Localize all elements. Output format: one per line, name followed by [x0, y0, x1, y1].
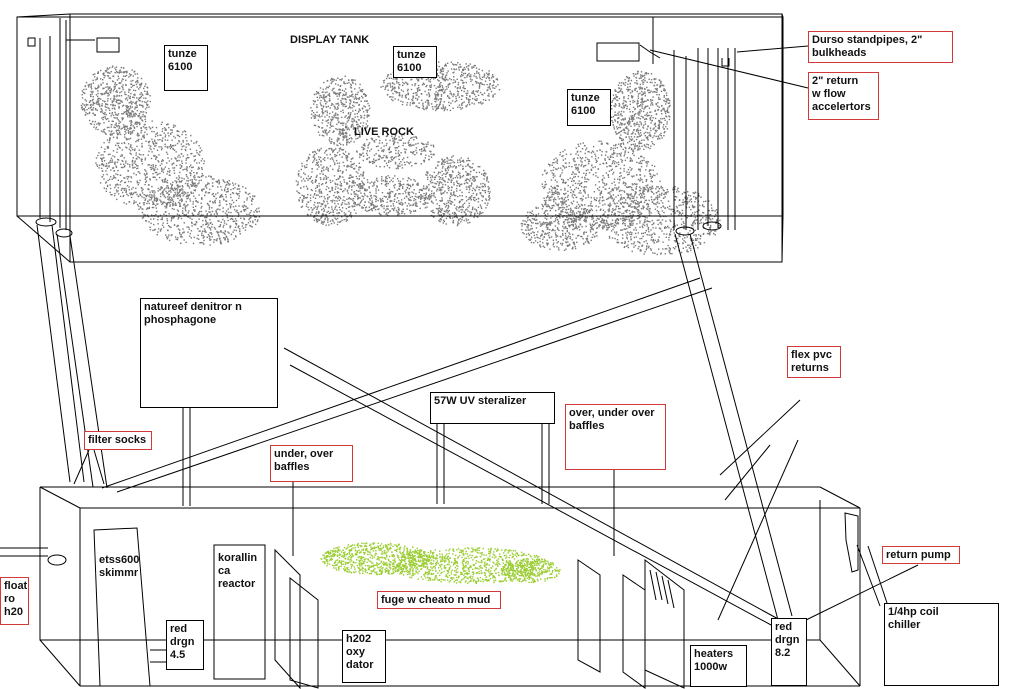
left-return-nozzle: [96, 37, 120, 53]
display-tank-outline: [16, 13, 784, 263]
skimmer-label: etss600 skimmr: [99, 554, 140, 579]
filter-socks-callout: filter socks: [84, 431, 152, 450]
baffle-left-1: [274, 548, 301, 689]
ca-reactor-label: korallin ca reactor: [218, 552, 258, 590]
baffle-right-3: [644, 558, 685, 689]
live-rock-label: LIVE ROCK: [354, 126, 414, 138]
display-tank-title: DISPLAY TANK: [290, 34, 370, 46]
baffle-left-2: [289, 576, 319, 689]
h2o2-oxydator-box: h202 oxy dator: [342, 630, 386, 683]
tunze-left-label: tunze 6100: [164, 45, 208, 91]
float-ro-callout: float ro h20: [0, 577, 29, 625]
filter-socks-leader-2: [93, 449, 105, 485]
ca-reactor-body: [213, 544, 266, 680]
flex-pvc-line-2: [724, 444, 771, 501]
tunze-right-label: tunze 6100: [567, 89, 611, 126]
return-pump-leader: [856, 544, 881, 607]
live-rock-stipple: [80, 60, 721, 256]
durso-leader: [736, 45, 809, 53]
tunze-mid-label: tunze 6100: [393, 46, 437, 78]
chiller-box: 1/4hp coil chiller: [884, 603, 999, 686]
heaters-box: heaters 1000w: [690, 645, 747, 687]
right-standpipe: [596, 17, 736, 236]
chiller-line: [867, 545, 889, 607]
drain-pipes: [36, 224, 793, 633]
over-under-over-baffles-callout: over, under over baffles: [565, 404, 666, 470]
flex-pvc-line-3: [717, 439, 799, 621]
durso-callout: Durso standpipes, 2" bulkheads: [808, 31, 953, 63]
under-over-baffles-callout: under, over baffles: [270, 445, 353, 482]
baffle-hatching: [649, 569, 675, 609]
left-standpipe: [27, 18, 95, 238]
red-dragon-82-box: red drgn 8.2: [771, 618, 807, 686]
return-pump-pointer: [805, 564, 919, 621]
uv-sterilizer-box: 57W UV steralizer: [430, 392, 555, 424]
return-accel-callout: 2" return w flow accelertors: [808, 72, 879, 120]
baffle-right-1: [577, 559, 601, 673]
flex-pvc-line-1: [719, 399, 801, 476]
fuge-callout: fuge w cheato n mud: [377, 591, 501, 609]
chaeto-stipple: [320, 542, 561, 584]
denitror-reactor-box: natureef denitror n phosphagone: [140, 298, 278, 408]
baffle-right-2: [622, 574, 646, 689]
return-pump-callout: return pump: [882, 546, 960, 564]
return-accel-leader: [649, 49, 809, 89]
flex-pvc-callout: flex pvc returns: [787, 346, 841, 378]
filter-socks-leader-1: [73, 449, 90, 485]
float-valve: [47, 554, 67, 566]
return-pump-body: [844, 512, 859, 573]
skimmer-body: [93, 527, 151, 687]
red-dragon-45-box: red drgn 4.5: [166, 620, 204, 670]
